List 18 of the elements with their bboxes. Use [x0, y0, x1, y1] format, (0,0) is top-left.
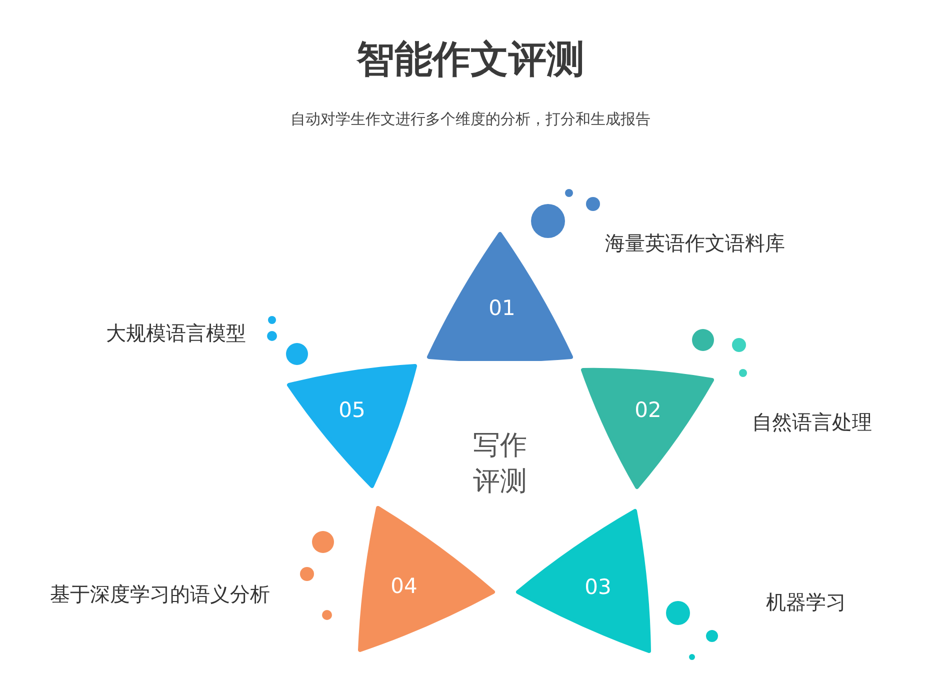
- step-caption: 自然语言处理: [752, 409, 872, 435]
- step-number: 02: [634, 397, 662, 423]
- triangle-shape: [579, 366, 716, 491]
- step-caption: 大规模语言模型: [106, 320, 246, 346]
- center-text: 写作评测: [472, 429, 528, 499]
- step-caption: 机器学习: [766, 589, 846, 615]
- triangle-shape: [285, 362, 419, 490]
- subtitle: 自动对学生作文进行多个维度的分析，打分和生成报告: [290, 109, 652, 130]
- triangle-shape: [425, 230, 575, 361]
- step-number: 04: [390, 573, 418, 599]
- step-caption: 海量英语作文语料库: [605, 230, 785, 256]
- step-caption: 基于深度学习的语义分析: [50, 581, 270, 607]
- step-number: 01: [488, 295, 516, 321]
- title: 智能作文评测: [355, 36, 586, 83]
- triangle-shape: [514, 507, 653, 655]
- triangle-shape: [356, 504, 497, 654]
- step-number: 03: [584, 574, 612, 600]
- step-number: 05: [338, 397, 366, 423]
